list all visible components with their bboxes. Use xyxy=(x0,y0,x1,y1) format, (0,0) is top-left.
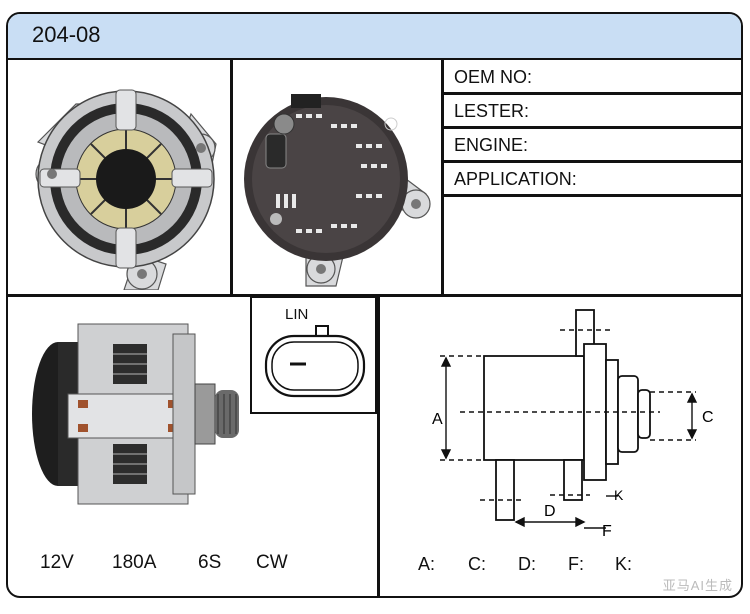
divider xyxy=(441,126,741,129)
dimension-label-d: D: xyxy=(518,554,536,574)
engine-label: ENGINE: xyxy=(454,135,529,155)
dimension-label-k: K: xyxy=(615,554,633,574)
watermark: 亚马AI生成 xyxy=(662,578,733,593)
application-label: APPLICATION: xyxy=(454,169,577,189)
spec-rotation: CW xyxy=(256,552,288,573)
divider xyxy=(441,160,741,163)
diagram-label-d: D xyxy=(544,503,556,520)
divider xyxy=(441,92,741,95)
connector-label: LIN xyxy=(285,306,309,323)
diagram-label-c: C xyxy=(702,409,714,426)
divider xyxy=(230,58,233,294)
diagram-label-f: F xyxy=(602,523,612,540)
alternator-front-photo xyxy=(35,89,217,290)
divider xyxy=(441,58,444,294)
part-number-title: 204-08 xyxy=(32,22,101,47)
oem-no-label: OEM NO: xyxy=(454,67,533,87)
connector-box: LIN xyxy=(250,296,377,414)
spec-pulley: 6S xyxy=(198,552,222,573)
spec-voltage: 12V xyxy=(40,552,74,573)
divider xyxy=(441,194,741,197)
dimension-label-c: C: xyxy=(468,554,486,574)
lester-label: LESTER: xyxy=(454,101,530,121)
alternator-side-photo xyxy=(32,323,239,505)
dimension-label-a: A: xyxy=(418,554,436,574)
spec-amperage: 180A xyxy=(112,552,157,573)
header-bar: 204-08 xyxy=(8,14,741,60)
dimension-diagram: A C D F K xyxy=(432,309,714,540)
connector-plug-icon xyxy=(264,325,366,398)
divider xyxy=(8,294,741,297)
divider xyxy=(377,294,380,596)
product-card: 204-08 OEM NO: LESTER: ENGINE: APPLICATI… xyxy=(6,12,743,598)
alternator-rear-photo xyxy=(244,94,431,287)
diagram-label-k: K xyxy=(614,487,624,503)
diagram-label-a: A xyxy=(432,411,443,428)
dimension-label-f: F: xyxy=(568,554,584,574)
